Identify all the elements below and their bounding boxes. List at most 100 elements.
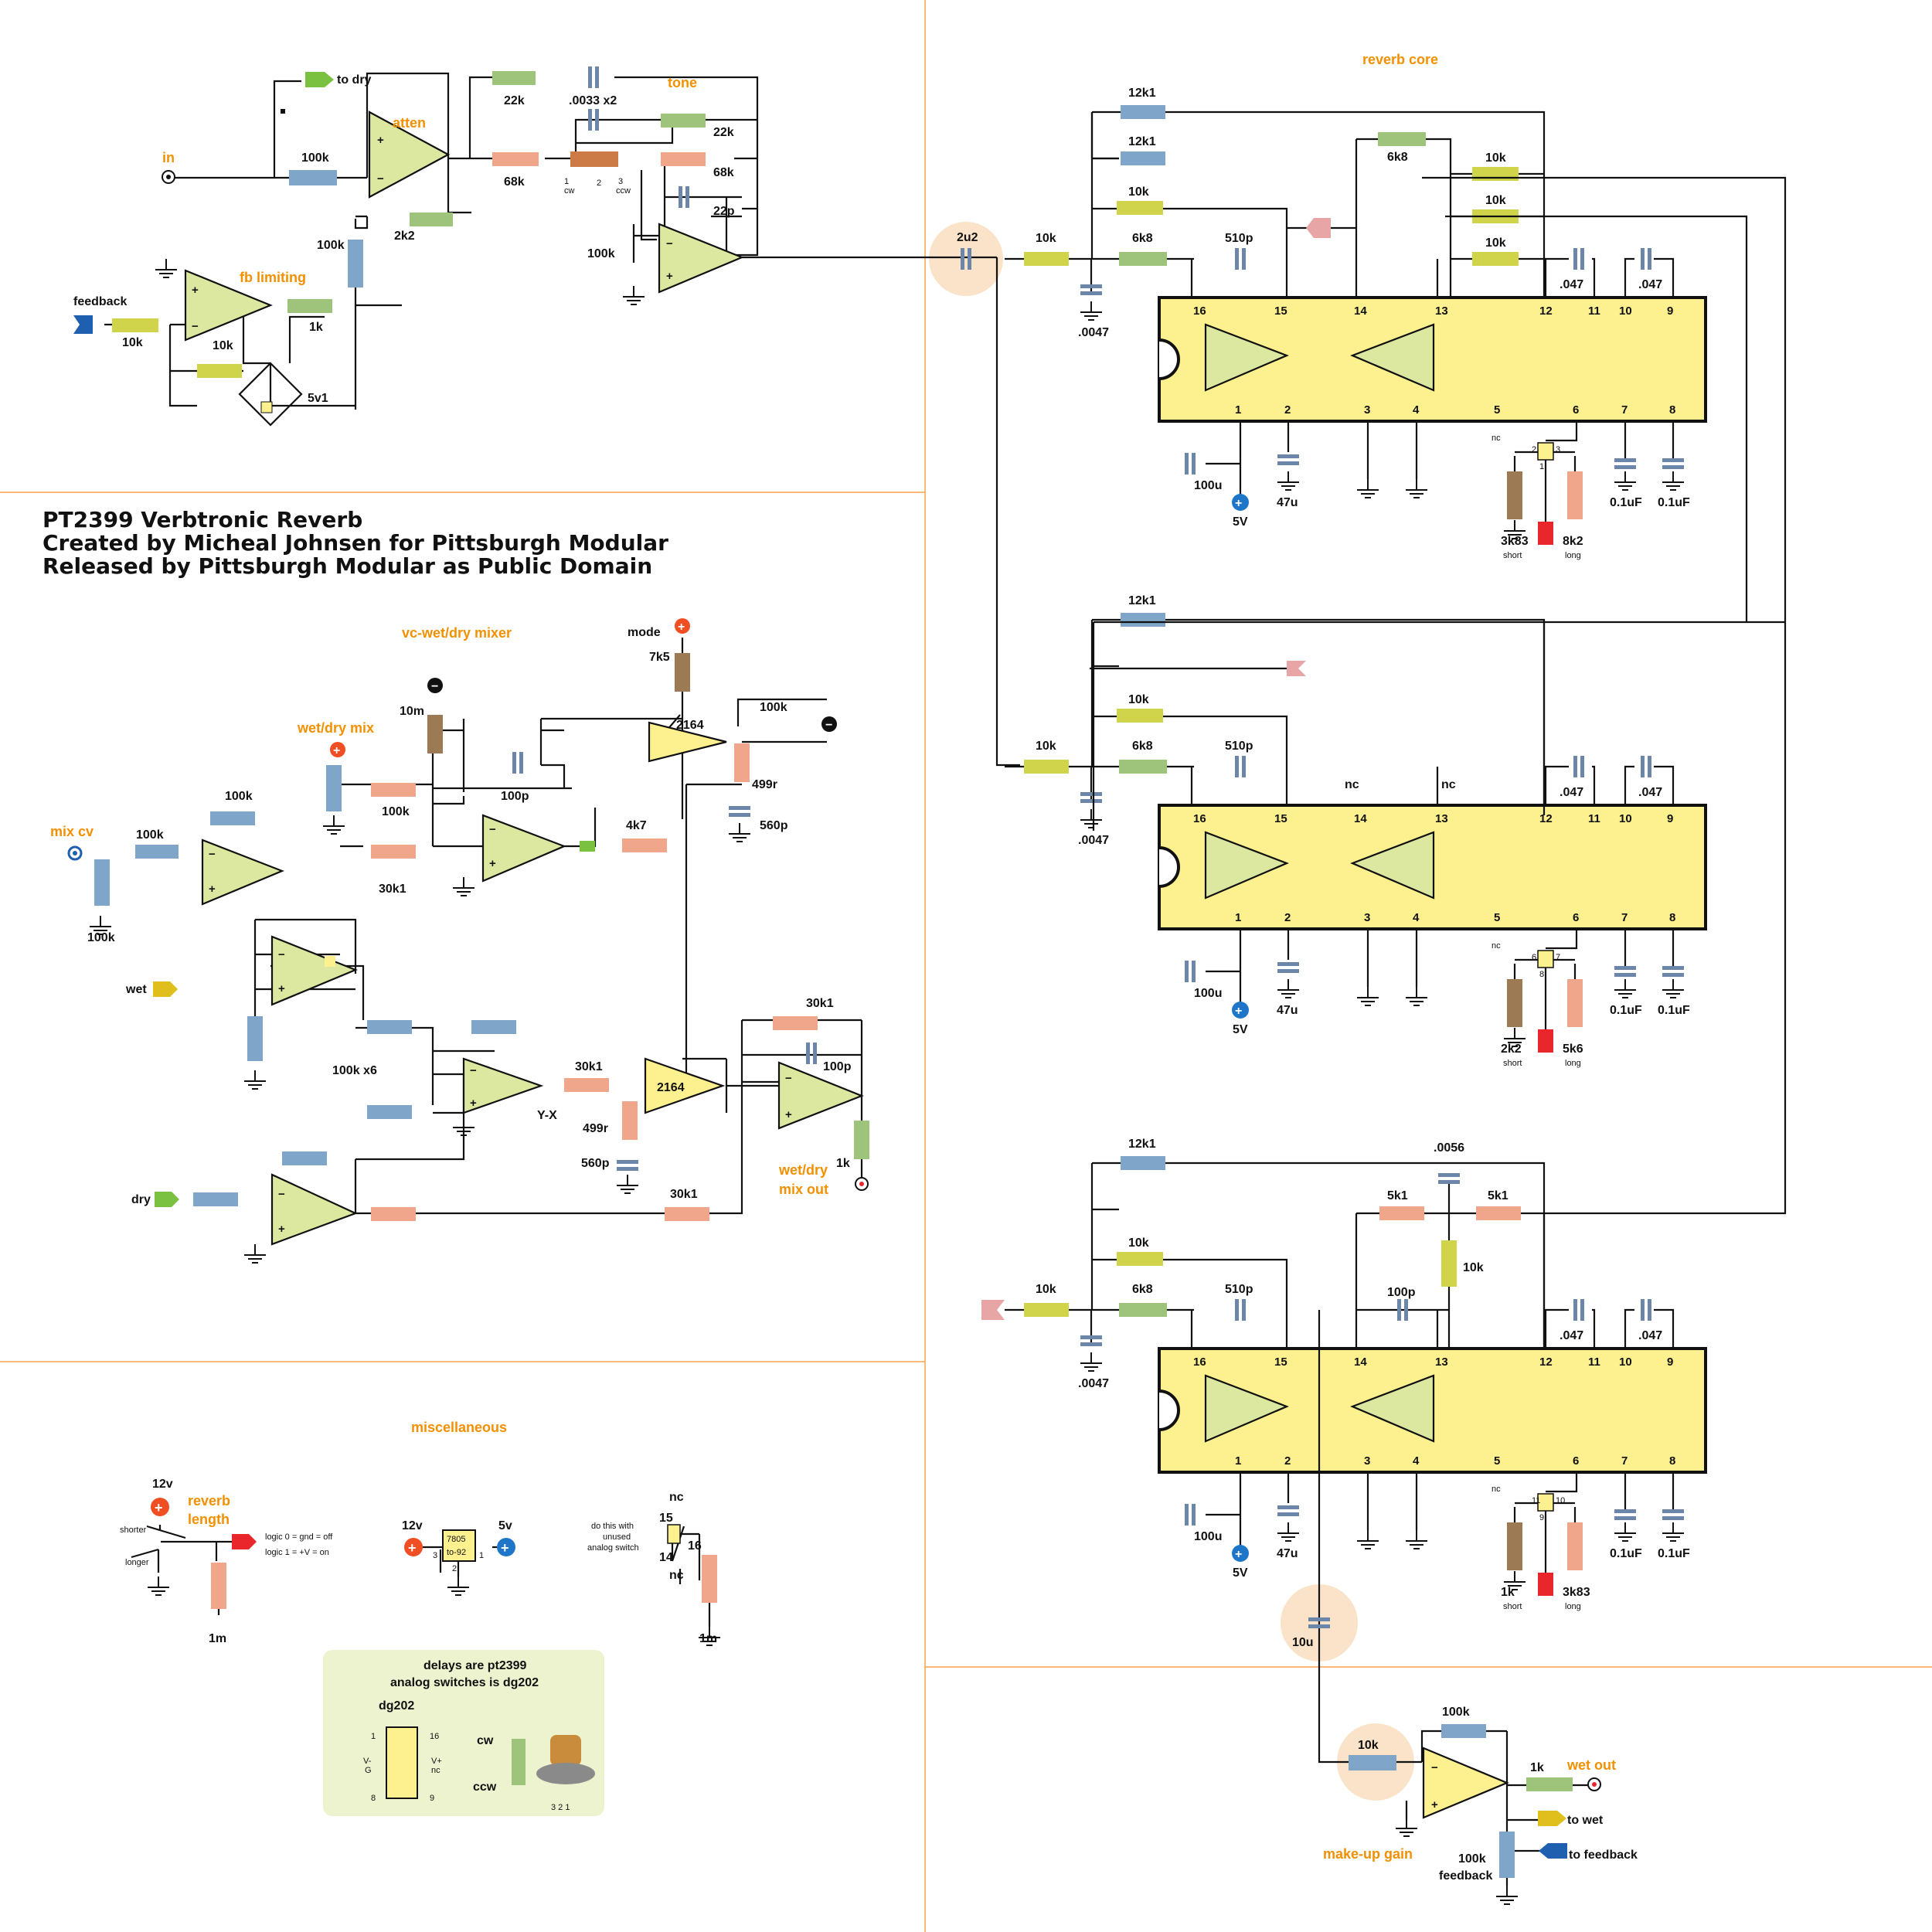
c-10u-label: 10u (1292, 1636, 1314, 1649)
svg-text:+: + (155, 1500, 163, 1515)
r-68k-b-label: 68k (713, 166, 734, 179)
r-10k-feed-0 (1472, 167, 1519, 181)
r-100k-x6-label: 100k x6 (332, 1064, 377, 1077)
dg-p8: 8 (371, 1794, 376, 1803)
sw-c: 8 (1539, 970, 1544, 979)
atten-label: atten (393, 115, 426, 131)
notes-box: delays are pt2399 analog switches is dg2… (323, 1650, 604, 1816)
svg-text:+: + (278, 982, 285, 995)
pin-bot-7: 7 (1621, 1454, 1628, 1468)
pin-top-10: 10 (1619, 304, 1632, 318)
r-30k1-b: 30k1 (575, 1060, 603, 1073)
pin-top-12: 12 (1539, 1355, 1553, 1369)
pin-bot-4: 4 (1413, 403, 1420, 417)
c-0056-label: .0056 (1434, 1141, 1464, 1155)
pin-bot-8: 8 (1669, 911, 1675, 924)
r-long (1567, 471, 1583, 519)
v5-dot (1232, 1545, 1249, 1562)
svg-text:+: + (1235, 497, 1242, 510)
r-499r-b: 499r (583, 1122, 608, 1135)
r-long (1567, 1522, 1583, 1570)
stage-r-10k (1024, 252, 1069, 266)
stage-r-12k1 (1121, 105, 1165, 119)
svg-text:−: − (489, 823, 496, 836)
c-100p-b: 100p (823, 1060, 852, 1073)
nc-13: nc (1441, 778, 1456, 791)
shorter-label: shorter (120, 1526, 147, 1535)
svg-text:+: + (408, 1540, 417, 1556)
r-fb-100k-label: 100k (1458, 1852, 1486, 1866)
dg-p1: 1 (371, 1732, 376, 1741)
pin-bot-6: 6 (1573, 911, 1579, 924)
reg-p2: 2 (452, 1564, 457, 1573)
dg-g: G (365, 1766, 372, 1775)
reg-5v: 5v (498, 1519, 512, 1532)
svg-text:−: − (1431, 1761, 1438, 1774)
svg-text:+: + (278, 1223, 285, 1236)
pin-top-9: 9 (1667, 1355, 1673, 1369)
sw-b: 7 (1556, 953, 1560, 962)
fb-limiting-label: fb limiting (240, 270, 306, 285)
pin-top-9: 9 (1667, 304, 1673, 318)
pin-bot-4: 4 (1413, 1454, 1420, 1468)
c-047-b: .047 (1638, 278, 1662, 291)
pin-bot-5: 5 (1494, 911, 1500, 924)
sw-c: 1 (1539, 462, 1544, 471)
stage-r-6k8 (1119, 1303, 1167, 1317)
pin-top-11: 11 (1588, 304, 1600, 318)
pin-bot-7: 7 (1621, 403, 1628, 417)
length-label: length (188, 1512, 230, 1527)
c-510p-label: 510p (1225, 232, 1253, 245)
r-6k8-label: 6k8 (1132, 232, 1153, 245)
r-10k-fb-label: 10k (213, 339, 233, 352)
r-5k1-a-label: 5k1 (1387, 1189, 1408, 1202)
r-in-label: 100k (301, 151, 329, 165)
svg-text:−: − (278, 1188, 285, 1201)
sw-a: 2 (1532, 445, 1536, 454)
pin5-nc: nc (1492, 434, 1501, 443)
dry-label: dry (131, 1193, 151, 1206)
svg-text:+: + (209, 883, 216, 896)
dg-p9: 9 (430, 1794, 434, 1803)
c-100p-label: 100p (1387, 1286, 1416, 1299)
pin-bot-2: 2 (1284, 1454, 1291, 1468)
unused-2: unused (603, 1532, 631, 1542)
v5-label: 5V (1233, 1023, 1248, 1036)
mix-out-2: mix out (779, 1182, 828, 1197)
pin-top-16: 16 (1193, 812, 1206, 825)
svg-text:−: − (470, 1064, 477, 1077)
pin-bot-8: 8 (1669, 1454, 1675, 1468)
mix-out-1: wet/dry (778, 1162, 828, 1178)
r-12k1-label: 12k1 (1128, 1138, 1156, 1151)
r-6k8-label: 6k8 (1132, 740, 1153, 753)
highlight-2u2 (929, 222, 1003, 296)
unused-1: do this with (591, 1522, 634, 1531)
c-047-a: .047 (1560, 1329, 1583, 1342)
r-30k1-a: 30k1 (379, 883, 406, 896)
svg-text:+: + (470, 1097, 477, 1110)
c-100u-label: 100u (1194, 1530, 1222, 1543)
pot-p2: 2 (597, 179, 601, 188)
c-0033-label: .0033 x2 (569, 94, 617, 107)
r-mix-100k-c: 100k (136, 828, 164, 842)
r-mix-1k-label: 1k (836, 1157, 850, 1170)
pin-bot-3: 3 (1364, 911, 1370, 924)
c-100u-label: 100u (1194, 479, 1222, 492)
misc-nc-1: nc (669, 1491, 684, 1504)
c-01uf-b: 0.1uF (1658, 1547, 1690, 1560)
to-dry-label: to dry (337, 73, 372, 87)
r-mix-100k-b: 100k (225, 790, 253, 803)
pin-top-15: 15 (1274, 304, 1287, 318)
title-line1: PT2399 Verbtronic Reverb (43, 507, 362, 532)
mixer: vc-wet/dry mixer −+ −+ −+ −+ −+ −+ 2164 … (50, 618, 869, 1264)
r-12k1-label: 12k1 (1128, 87, 1156, 100)
pin-bot-5: 5 (1494, 1454, 1500, 1468)
sw-a: 11 (1532, 1496, 1540, 1505)
r-long-value: 8k2 (1563, 535, 1583, 548)
pot-ccw: ccw (473, 1781, 497, 1794)
pin-bot-8: 8 (1669, 403, 1675, 417)
pin-top-10: 10 (1619, 812, 1632, 825)
reverb-core-label: reverb core (1362, 52, 1438, 67)
r-short-value: 3k83 (1501, 535, 1529, 548)
